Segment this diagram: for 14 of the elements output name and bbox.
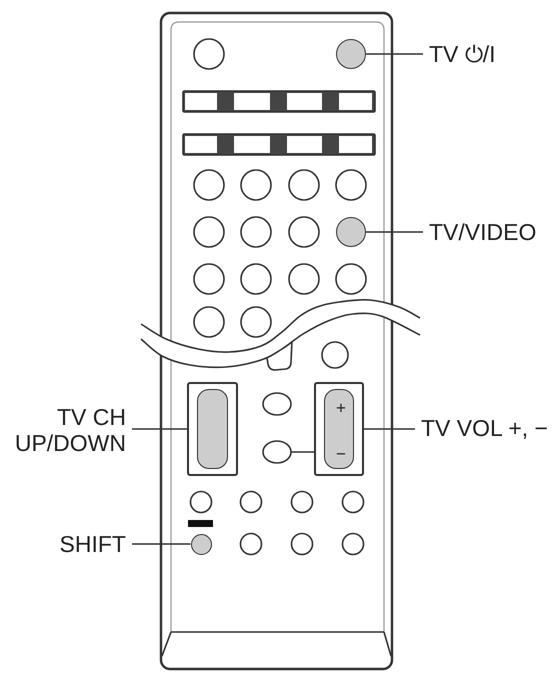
channel-rocker-button: [187, 382, 238, 476]
minus-sign: −: [336, 446, 346, 462]
callout-label: TV CH UP/DOWN: [8, 404, 126, 456]
leader-line: [132, 543, 190, 545]
plus-sign: +: [336, 400, 346, 416]
leader-line: [132, 428, 187, 430]
volume-rocker-button: [314, 382, 364, 476]
callout-label: TV VOL +, −: [421, 415, 548, 441]
callout-label: TV/VIDEO: [429, 219, 536, 245]
leader-line: [366, 231, 423, 233]
leader-line: [366, 53, 423, 55]
callout-label: SHIFT: [60, 531, 126, 557]
callout-label: TV ⏻/I: [429, 41, 496, 67]
leader-line: [364, 428, 415, 430]
